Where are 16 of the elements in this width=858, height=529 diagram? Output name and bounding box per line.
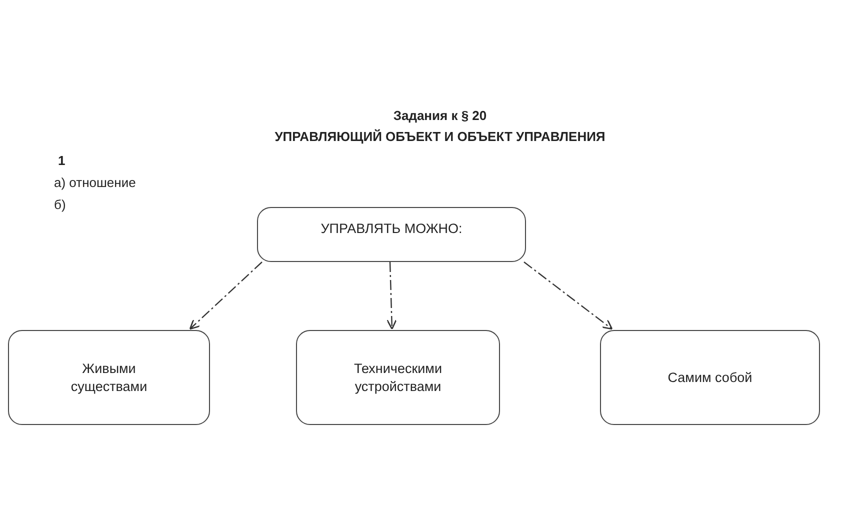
box-label: Живыми существами [70,360,148,396]
task-number: 1 [58,153,66,168]
box-label: УПРАВЛЯТЬ МОЖНО: [320,220,462,238]
rounded-box [8,330,210,425]
arrow [386,262,397,330]
rounded-box [296,330,500,425]
answer-line: а) отношение [54,175,136,190]
arrow [524,262,613,330]
rounded-box [600,330,820,425]
answer-line: б) [54,197,66,212]
subheading: УПРАВЛЯЮЩИЙ ОБЪЕКТ И ОБЪЕКТ УПРАВЛЕНИЯ [274,129,606,144]
arrow [189,262,262,330]
box-label: Техническими устройствами [352,360,443,396]
rounded-box [257,207,526,262]
box-label: Самим собой [668,368,752,386]
heading: Задания к § 20 [392,108,488,123]
